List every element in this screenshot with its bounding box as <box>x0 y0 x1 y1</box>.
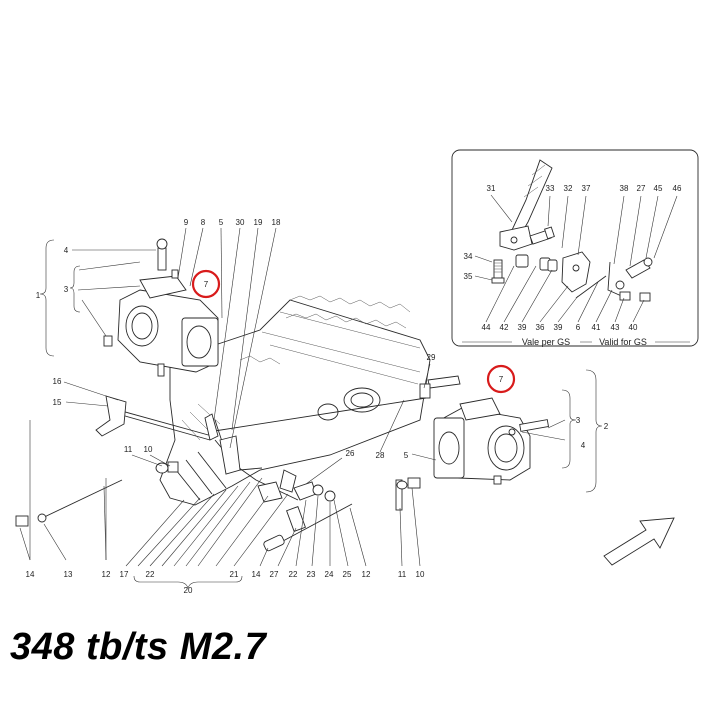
part-labels: 9 8 5 30 19 18 4 3 1 7 7 29 16 15 11 10 … <box>26 184 682 595</box>
label-24: 24 <box>325 570 334 579</box>
label-3-right: 3 <box>576 416 581 425</box>
bolt-34 <box>491 259 505 284</box>
label-9: 9 <box>184 218 189 227</box>
label-10: 10 <box>144 445 153 454</box>
label-2: 2 <box>604 422 609 431</box>
label-33: 33 <box>546 184 555 193</box>
label-43: 43 <box>611 323 620 332</box>
label-10-center: 10 <box>416 570 425 579</box>
inset-frame <box>451 149 699 347</box>
label-7-right: 7 <box>499 375 504 384</box>
label-22-center: 22 <box>289 570 298 579</box>
label-34: 34 <box>464 252 473 261</box>
right-throttle-body <box>419 375 550 485</box>
label-42: 42 <box>500 323 509 332</box>
label-30: 30 <box>236 218 245 227</box>
label-35: 35 <box>464 272 473 281</box>
note-valid-for-gs: Valid for GS <box>599 337 647 347</box>
label-18: 18 <box>272 218 281 227</box>
label-12: 12 <box>102 570 111 579</box>
label-46: 46 <box>673 184 682 193</box>
label-15: 15 <box>53 398 62 407</box>
diagram-caption: 348 tb/ts M2.7 <box>10 626 267 668</box>
label-14: 14 <box>26 570 35 579</box>
inset-leaders <box>474 194 678 323</box>
label-23: 23 <box>307 570 316 579</box>
label-6: 6 <box>576 323 581 332</box>
bushings <box>515 254 558 272</box>
label-21: 21 <box>230 570 239 579</box>
label-27: 27 <box>270 570 279 579</box>
label-26: 26 <box>346 449 355 458</box>
label-40: 40 <box>629 323 638 332</box>
label-39: 39 <box>518 323 527 332</box>
label-5: 5 <box>219 218 224 227</box>
direction-arrow-icon <box>603 517 675 566</box>
label-41: 41 <box>592 323 601 332</box>
label-3: 3 <box>64 285 69 294</box>
label-44: 44 <box>482 323 491 332</box>
leader-lines <box>19 227 566 567</box>
label-36: 36 <box>536 323 545 332</box>
bolt-33 <box>529 226 555 245</box>
label-37: 37 <box>582 184 591 193</box>
inset-box: Vale per GS Valid for GS <box>451 149 699 347</box>
label-27-inset: 27 <box>637 184 646 193</box>
label-11-center: 11 <box>398 570 407 579</box>
label-25: 25 <box>343 570 352 579</box>
label-31: 31 <box>487 184 496 193</box>
label-38: 38 <box>620 184 629 193</box>
label-11: 11 <box>124 445 133 454</box>
label-5-right: 5 <box>404 451 409 460</box>
left-throttle-body <box>103 238 219 377</box>
label-22: 22 <box>146 570 155 579</box>
right-flange <box>433 417 465 479</box>
label-45: 45 <box>654 184 663 193</box>
label-20: 20 <box>184 586 193 595</box>
brace-20 <box>133 575 243 589</box>
brace-3-left <box>69 265 81 313</box>
label-39-b: 39 <box>554 323 563 332</box>
label-32: 32 <box>564 184 573 193</box>
brace-3-right <box>561 389 577 469</box>
label-7-left: 7 <box>204 280 209 289</box>
label-8: 8 <box>201 218 206 227</box>
note-vale-per-gs: Vale per GS <box>522 337 570 347</box>
label-16: 16 <box>53 377 62 386</box>
label-28: 28 <box>376 451 385 460</box>
label-14-center: 14 <box>252 570 261 579</box>
label-4: 4 <box>64 246 69 255</box>
highlight-circle-right-7 <box>486 364 516 394</box>
linkage-rods <box>575 257 653 302</box>
highlight-circle-left-7 <box>191 269 221 299</box>
label-12-center: 12 <box>362 570 371 579</box>
label-13: 13 <box>64 570 73 579</box>
brace-1 <box>39 239 55 357</box>
label-1: 1 <box>36 291 41 300</box>
brace-2 <box>585 369 603 493</box>
label-4-right: 4 <box>581 441 586 450</box>
linkage <box>15 395 427 552</box>
accelerator-pedal <box>499 159 553 251</box>
bracket-36 <box>561 251 591 293</box>
braces <box>39 239 603 589</box>
label-19: 19 <box>254 218 263 227</box>
label-29: 29 <box>427 353 436 362</box>
label-17: 17 <box>120 570 129 579</box>
